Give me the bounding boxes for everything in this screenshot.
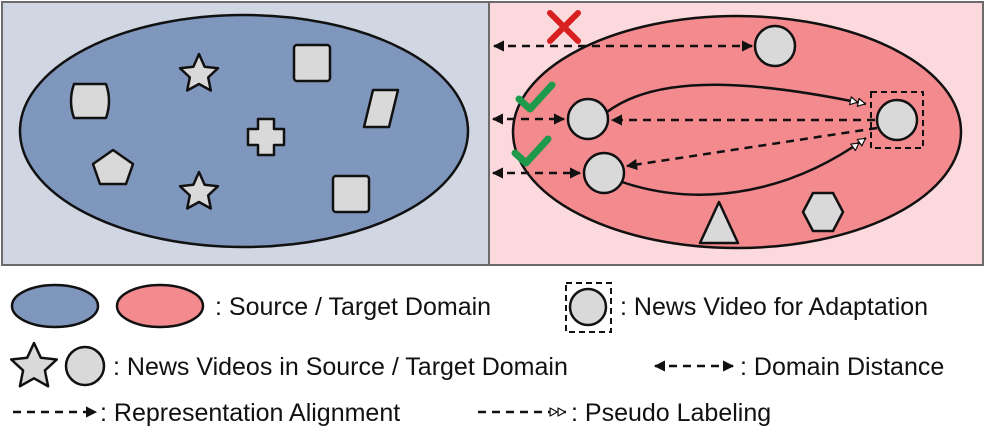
legend-circle-icon bbox=[64, 345, 106, 387]
adaptation-node bbox=[875, 98, 919, 142]
legend-adaptation-box-icon bbox=[565, 282, 612, 333]
legend-pseudo-label: : Pseudo Labeling bbox=[571, 399, 771, 427]
check-icon bbox=[511, 135, 552, 167]
alignment-arrow-lower bbox=[625, 126, 878, 171]
pseudo-label-curve-lower bbox=[621, 136, 867, 196]
source-parallelogram bbox=[362, 88, 400, 129]
source-star-top bbox=[178, 52, 220, 92]
source-cross-shape bbox=[246, 117, 286, 157]
target-node-upper bbox=[566, 97, 610, 141]
source-domain-ellipse bbox=[18, 13, 470, 249]
legend-target-domain-icon bbox=[115, 283, 205, 329]
legend-star-icon bbox=[9, 341, 59, 388]
legend-distance-label: : Domain Distance bbox=[740, 353, 944, 381]
source-square-top bbox=[292, 43, 332, 83]
legend-alignment-label: : Representation Alignment bbox=[100, 399, 400, 427]
legend-news-videos-label: : News Videos in Source / Target Domain bbox=[113, 353, 568, 381]
adaptation-box bbox=[870, 91, 924, 149]
legend-adaptation-node-icon bbox=[568, 287, 608, 327]
legend-source-domain-icon bbox=[10, 283, 100, 329]
cross-icon bbox=[547, 10, 581, 44]
check-icon bbox=[515, 81, 556, 113]
source-square-bottom bbox=[331, 174, 371, 214]
target-triangle bbox=[698, 200, 740, 245]
target-domain-ellipse bbox=[511, 14, 963, 250]
legend-domain-label: : Source / Target Domain bbox=[215, 293, 491, 321]
source-star-bottom bbox=[178, 170, 220, 210]
source-barrel-shape bbox=[69, 82, 111, 120]
legend-adaptation-label: : News Video for Adaptation bbox=[620, 293, 928, 321]
pseudo-label-curve-upper bbox=[606, 83, 867, 113]
target-node-lower bbox=[582, 151, 626, 195]
target-node-outside bbox=[753, 24, 797, 68]
target-hexagon bbox=[801, 191, 845, 233]
source-pentagon bbox=[91, 148, 135, 186]
